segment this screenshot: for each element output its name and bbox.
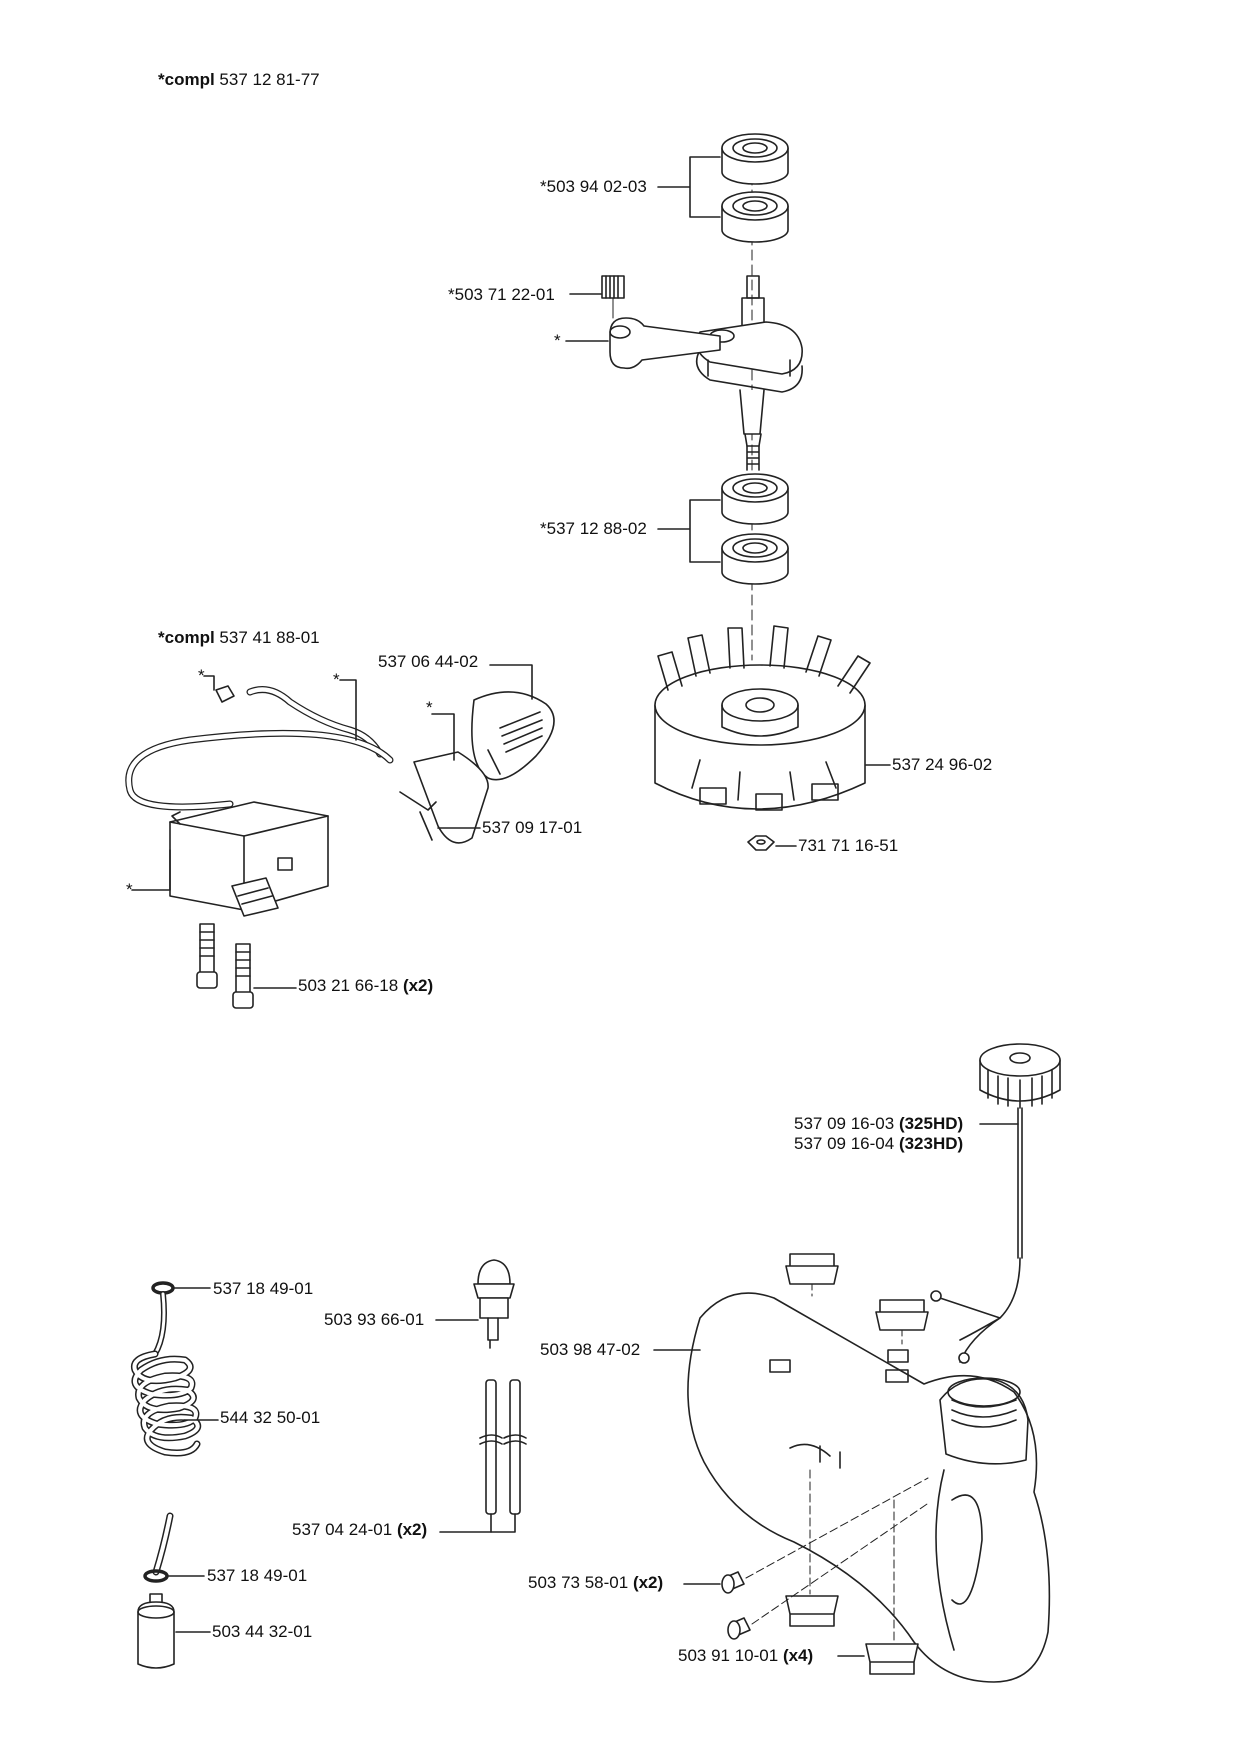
group-header-ignition: *compl 537 41 88-01	[158, 628, 320, 648]
ht-lead-icon	[125, 686, 394, 811]
label-pipe: 537 04 24-01 (x2)	[292, 1520, 427, 1540]
label-damper: 503 91 10-01 (x4)	[678, 1646, 813, 1666]
group-prefix: *compl	[158, 628, 215, 647]
leader-star-d	[131, 849, 171, 891]
plug-cap-icon	[215, 685, 235, 703]
fuel-hose-icon	[130, 1291, 202, 1576]
damper-guide-top	[811, 1283, 903, 1345]
label-fuel-hose: 544 32 50-01	[220, 1408, 321, 1427]
leader-bearing-bottom	[657, 499, 721, 563]
label-star-b: *	[333, 670, 340, 689]
damper-qty: (x4)	[782, 1646, 814, 1665]
label-primer: 503 93 66-01	[324, 1310, 425, 1329]
flywheel-icon	[654, 625, 871, 811]
nut-icon	[747, 835, 775, 851]
label-flywheel: 537 24 96-02	[892, 755, 993, 774]
plug-guides	[745, 1477, 931, 1625]
fuel-cap-part-number: 537 09 16-03	[794, 1114, 895, 1133]
bearing-bottom-icon	[721, 473, 789, 585]
coil-cover-icon	[471, 691, 555, 781]
group-prefix: *compl	[158, 70, 215, 89]
label-oring-top: 537 18 49-01	[213, 1279, 314, 1298]
bearing-top-icon	[721, 133, 789, 243]
damper-icon	[785, 1253, 929, 1675]
pipe-part-number: 537 04 24-01	[292, 1520, 393, 1539]
group-part-number: 537 12 81-77	[219, 70, 320, 89]
group-header-crankshaft: *compl 537 12 81-77	[158, 70, 320, 90]
pipe-qty: (x2)	[396, 1520, 428, 1539]
primer-icon	[473, 1259, 515, 1349]
screw-part-number: 503 21 66-18	[298, 976, 399, 995]
leader-star-c	[431, 713, 455, 761]
label-fuel-cap-325: 537 09 16-03 (325HD)	[794, 1114, 963, 1134]
label-star-c: *	[426, 698, 433, 717]
label-coil-cover: 537 06 44-02	[378, 652, 479, 671]
label-plug: 503 73 58-01 (x2)	[528, 1573, 663, 1593]
leader-bearing-top	[657, 156, 721, 218]
fuel-cap-model: (325HD)	[898, 1114, 964, 1133]
label-oring-bottom: 537 18 49-01	[207, 1566, 308, 1585]
damper-part-number: 503 91 10-01	[678, 1646, 779, 1665]
group-part-number: 537 41 88-01	[219, 628, 320, 647]
fuel-cap-part-number: 537 09 16-04	[794, 1134, 895, 1153]
label-bearing-bottom: *537 12 88-02	[540, 519, 647, 538]
plug-part-number: 503 73 58-01	[528, 1573, 629, 1592]
label-fuel-tank: 503 98 47-02	[540, 1340, 641, 1359]
oring-bottom-icon	[143, 1569, 169, 1583]
wire-clip-icon	[399, 751, 489, 844]
damper-guide-bottom	[809, 1469, 895, 1643]
label-wire-clip: 537 09 17-01	[482, 818, 583, 837]
leader-star-a	[203, 675, 215, 691]
needle-bearing-icon	[601, 275, 625, 319]
pipe-icon	[479, 1379, 527, 1533]
fuel-cap-model: (323HD)	[898, 1134, 964, 1153]
label-star-d: *	[126, 880, 133, 899]
leader-coil-cover	[489, 664, 533, 700]
fuel-cap-icon	[930, 1043, 1061, 1364]
plug-icon	[721, 1571, 751, 1640]
plug-qty: (x2)	[632, 1573, 664, 1592]
label-fuel-cap-323: 537 09 16-04 (323HD)	[794, 1134, 963, 1154]
label-fuel-filter: 503 44 32-01	[212, 1622, 313, 1641]
leader-star-b	[339, 679, 357, 741]
label-conrod: *	[554, 331, 561, 350]
fuel-filter-icon	[137, 1593, 175, 1669]
label-needle-bearing: *503 71 22-01	[448, 285, 555, 304]
label-star-a: *	[198, 666, 205, 685]
label-bearing-top: *503 94 02-03	[540, 177, 647, 196]
fuel-tank-icon	[687, 1292, 1051, 1683]
screw-icon	[196, 923, 254, 1009]
label-nut: 731 71 16-51	[798, 836, 899, 855]
crankshaft-icon	[609, 275, 803, 471]
ignition-module-icon	[169, 801, 329, 917]
screw-qty: (x2)	[402, 976, 434, 995]
label-screw: 503 21 66-18 (x2)	[298, 976, 433, 996]
